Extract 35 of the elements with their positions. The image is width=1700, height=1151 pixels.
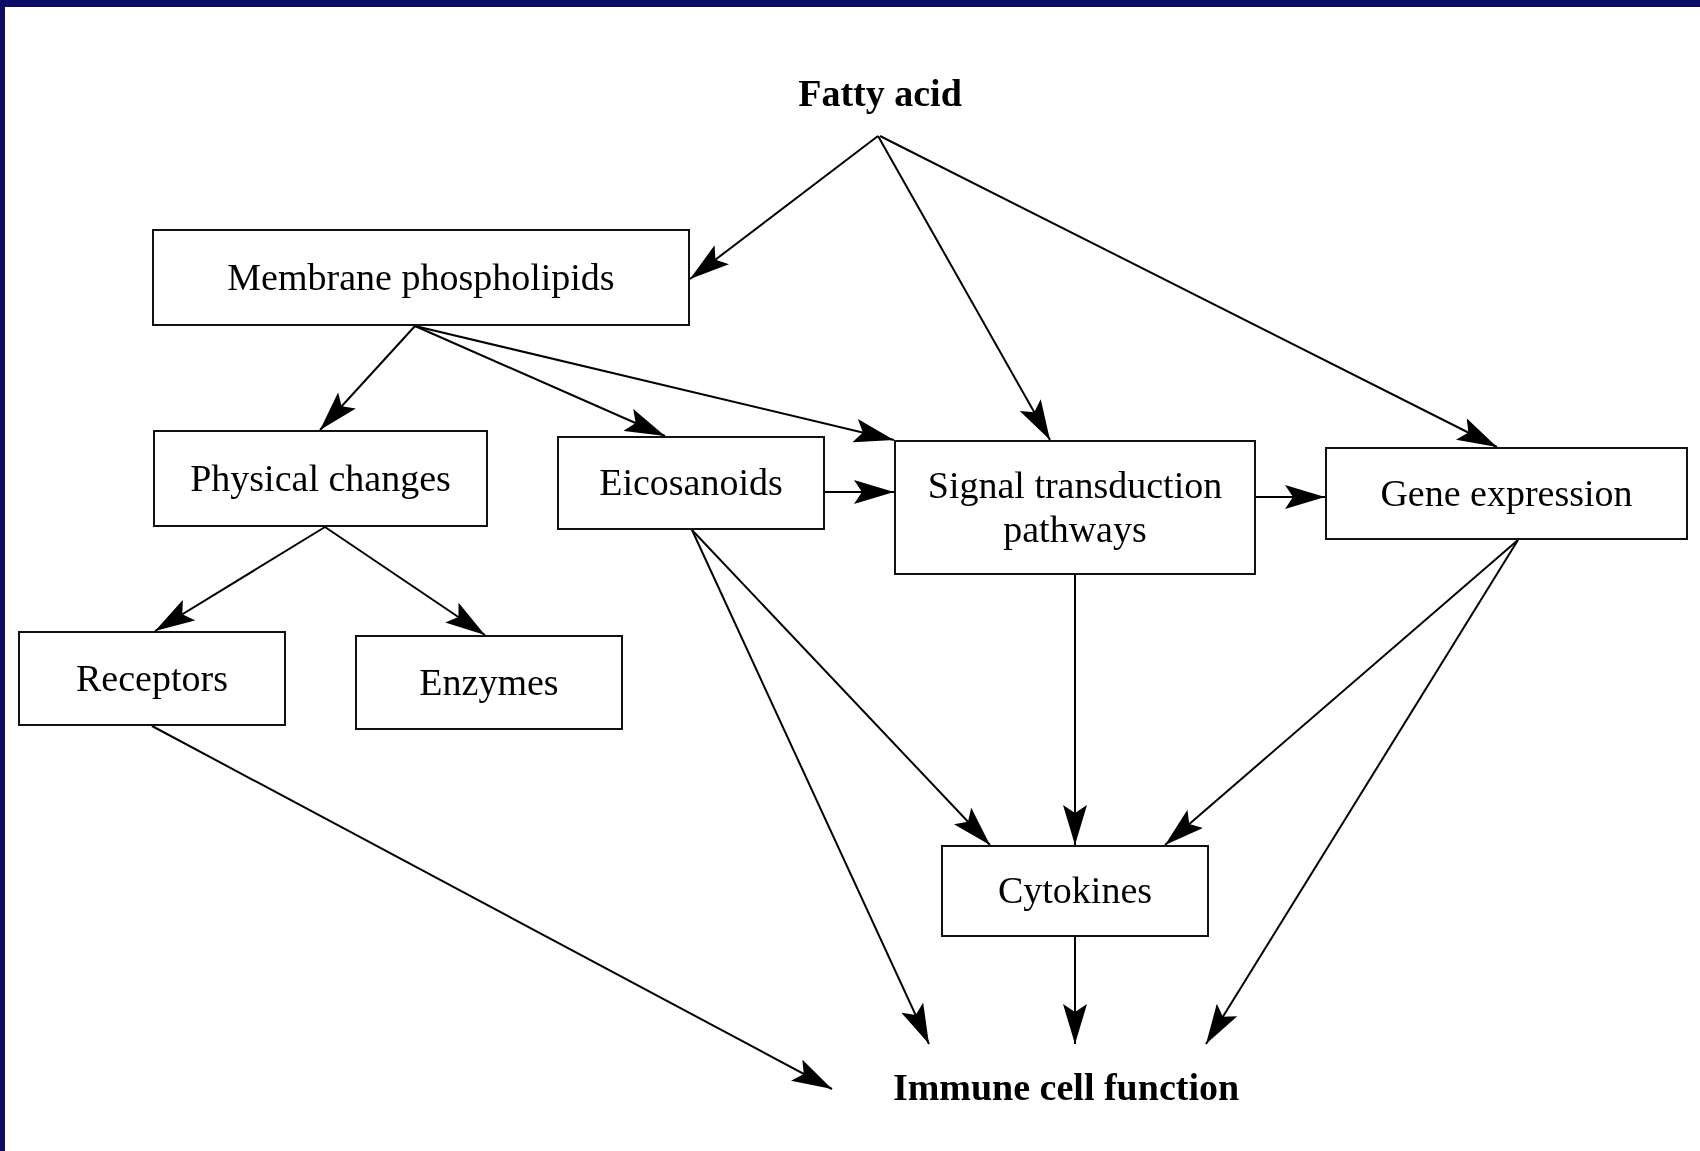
arrow	[324, 526, 486, 636]
arrow	[1255, 485, 1326, 509]
arrow	[1063, 936, 1087, 1045]
box-label: Eicosanoids	[599, 461, 783, 505]
arrow	[1205, 539, 1519, 1045]
box-label: Enzymes	[419, 660, 559, 705]
arrow	[154, 526, 326, 632]
process-box	[1325, 447, 1688, 540]
box-label: Physical changes	[190, 456, 451, 501]
process-box	[152, 229, 690, 326]
arrow	[319, 325, 416, 431]
arrow	[689, 135, 879, 280]
box-label: Cytokines	[997, 869, 1153, 913]
box-label: Membrane phospholipids	[227, 255, 615, 300]
arrow	[824, 480, 895, 504]
arrow	[414, 325, 666, 437]
process-box	[355, 635, 623, 730]
process-box	[941, 845, 1209, 937]
heading-text: Fatty acid	[798, 71, 962, 115]
arrow	[877, 135, 1051, 441]
process-box	[153, 430, 488, 527]
process-box	[557, 436, 825, 530]
process-box	[894, 440, 1256, 575]
box-label: Receptors	[76, 656, 228, 701]
process-box	[18, 631, 286, 726]
box-label: Signal transduction pathways	[926, 463, 1224, 552]
arrow	[879, 135, 1498, 448]
arrow	[151, 725, 833, 1090]
arrow	[691, 529, 930, 1045]
heading-text: Immune cell function	[892, 1065, 1240, 1109]
arrow	[1063, 574, 1087, 846]
arrow	[691, 529, 991, 846]
arrow	[414, 325, 895, 443]
arrow	[1164, 539, 1519, 846]
box-label: Gene expression	[1380, 471, 1633, 516]
